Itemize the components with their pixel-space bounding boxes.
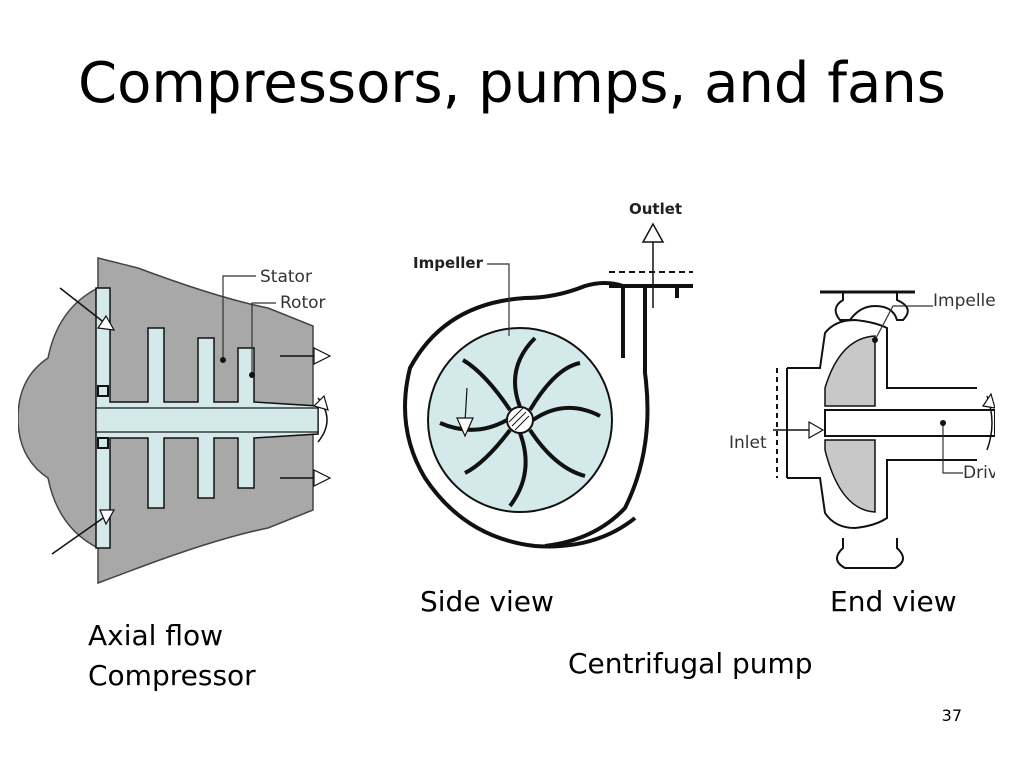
flow-arrow-line	[464, 387, 468, 423]
bearing-top	[97, 385, 109, 397]
centrifugal-pump-caption: Centrifugal pump	[568, 647, 813, 680]
outlet-arrow-head	[641, 222, 665, 243]
outlet-arrow-bottom-head	[313, 469, 332, 487]
impeller-upper	[824, 335, 876, 407]
impeller-lower	[824, 439, 876, 513]
impeller-end-leader	[874, 305, 933, 341]
centrifugal-pump-side-view-diagram: Outlet Impeller	[403, 200, 693, 549]
impeller-leader	[487, 263, 510, 336]
inlet-arrow-head	[808, 420, 825, 440]
outlet-arrow-top-head	[313, 347, 332, 365]
hub-hatch-2	[514, 415, 530, 431]
top-bulb	[834, 292, 909, 321]
rotation-arrow-head	[312, 394, 329, 411]
outlet-label: Outlet	[629, 200, 682, 218]
axial-compressor-diagram: Stator Rotor	[18, 257, 332, 585]
inlet-arrow-bottom-head	[99, 509, 116, 526]
end-view-caption: End view	[830, 585, 957, 618]
slide-title: Compressors, pumps, and fans	[78, 51, 946, 116]
centrifugal-pump-end-view-diagram: Inlet Impelle Driv	[729, 290, 995, 569]
inlet-arrow-bottom-line	[51, 515, 107, 555]
rotor-label: Rotor	[280, 293, 326, 313]
axial-caption-line-1: Axial flow	[88, 619, 224, 652]
impeller-vanes	[439, 336, 601, 508]
impeller-end-point	[872, 337, 878, 343]
stator-point	[220, 357, 226, 363]
bearing-bottom	[97, 437, 109, 449]
flow-arrow-head	[456, 417, 474, 438]
inlet-arrow-top-line	[59, 287, 107, 325]
drive-shaft	[824, 409, 995, 437]
rotor-shaft	[95, 407, 319, 433]
page-number: 37	[941, 706, 962, 725]
stator-label: Stator	[260, 267, 312, 287]
axial-compressor-caption: Axial flow Compressor	[88, 616, 256, 696]
hub-hatch-3	[508, 407, 524, 423]
volute-inner	[544, 288, 650, 548]
rotation-arrow-head	[981, 392, 995, 409]
stator-leader	[222, 275, 256, 358]
rotor-point	[249, 372, 255, 378]
bottom-bulb	[836, 538, 904, 569]
volute-casing	[403, 281, 637, 549]
inlet-label: Inlet	[729, 433, 767, 453]
side-view-caption: Side view	[420, 585, 554, 618]
rotor-leader	[251, 302, 276, 373]
drive-point	[940, 420, 946, 426]
drive-label: Driv	[963, 463, 995, 483]
casing-outer	[787, 318, 977, 530]
impeller-end-label: Impelle	[933, 291, 995, 311]
drive-leader	[942, 423, 963, 474]
impeller-label: Impeller	[413, 254, 484, 272]
axial-caption-line-2: Compressor	[88, 659, 256, 692]
inlet-arrow-top-head	[96, 314, 116, 331]
hub-hatch-1	[511, 411, 527, 427]
